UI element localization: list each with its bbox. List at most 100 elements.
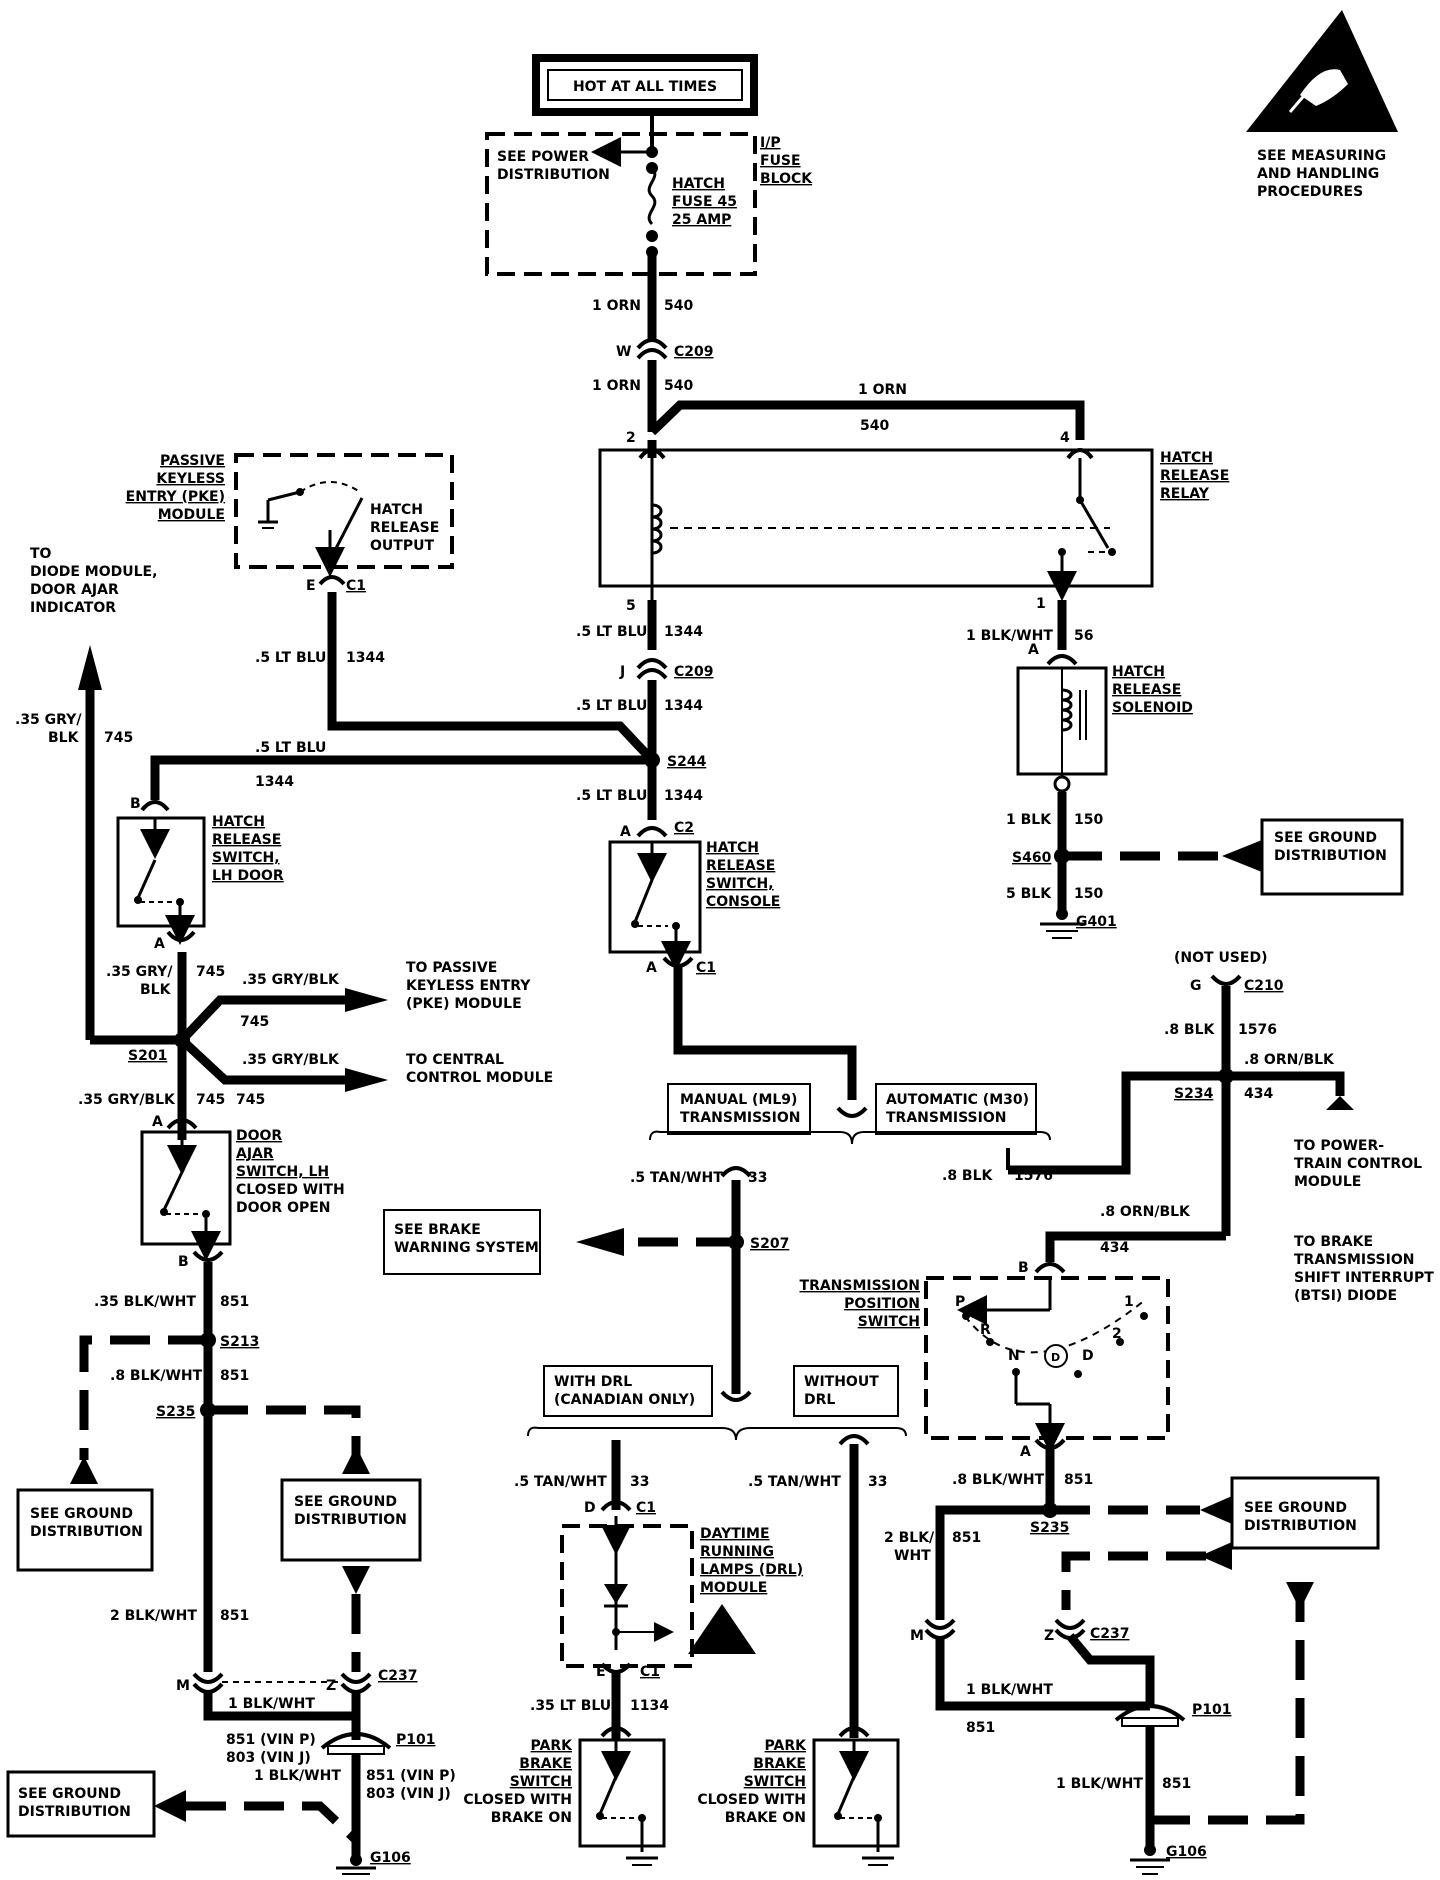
svg-text:SEE BRAKE: SEE BRAKE <box>394 1222 481 1238</box>
svg-text:SWITCH: SWITCH <box>744 1774 806 1790</box>
svg-text:D: D <box>584 1500 596 1516</box>
svg-text:E: E <box>306 578 316 594</box>
svg-text:.8 ORN/BLK: .8 ORN/BLK <box>1100 1204 1191 1220</box>
svg-text:.8 BLK: .8 BLK <box>1164 1022 1216 1038</box>
svg-text:851: 851 <box>952 1530 981 1546</box>
svg-text:.8 BLK/WHT: .8 BLK/WHT <box>952 1472 1045 1488</box>
svg-text:2: 2 <box>1112 1326 1122 1342</box>
svg-text:745: 745 <box>104 730 133 746</box>
svg-text:FUSE: FUSE <box>760 153 801 169</box>
svg-text:540: 540 <box>664 378 693 394</box>
to-ccm-arrow-icon <box>345 1068 388 1092</box>
svg-text:C1: C1 <box>346 578 366 594</box>
svg-text:BRAKE: BRAKE <box>753 1756 806 1772</box>
svg-text:R: R <box>980 1322 991 1338</box>
svg-text:G106: G106 <box>1166 1844 1207 1860</box>
hatch-fuse-label: HATCH <box>672 176 725 192</box>
svg-text:B: B <box>178 1254 189 1270</box>
drl-options: WITH DRL (CANADIAN ONLY) WITHOUT DRL <box>527 1365 907 1441</box>
wire-1344: S244 .5 LT BLU 1344 J C209 .5 LT BLU 134… <box>150 592 714 820</box>
svg-text:S234: S234 <box>1174 1086 1214 1102</box>
svg-text:C209: C209 <box>674 664 714 680</box>
svg-text:SWITCH,: SWITCH, <box>212 850 280 866</box>
svg-text:SEE GROUND: SEE GROUND <box>1244 1500 1347 1516</box>
wire-540: 1 ORN 540 W C209 1 ORN 540 1 ORN 540 <box>592 252 1085 440</box>
svg-text:Z: Z <box>326 1678 336 1694</box>
svg-text:HATCH: HATCH <box>1112 664 1165 680</box>
svg-text:1: 1 <box>1036 596 1046 612</box>
svg-text:851: 851 <box>220 1368 249 1384</box>
svg-text:D: D <box>1082 1348 1094 1364</box>
svg-text:4: 4 <box>1060 430 1070 446</box>
svg-text:745: 745 <box>196 964 225 980</box>
transmission-options: MANUAL (ML9) TRANSMISSION AUTOMATIC (M30… <box>649 1083 1051 1145</box>
svg-text:.5 LT BLU: .5 LT BLU <box>255 650 326 666</box>
svg-text:56: 56 <box>1074 628 1093 644</box>
svg-text:851: 851 <box>220 1294 249 1310</box>
drl-module-branch: .5 TAN/WHT 33 D C1 DAYTIME RUNNING LAMPS… <box>463 1440 803 1866</box>
svg-text:ENTRY (PKE): ENTRY (PKE) <box>126 489 225 505</box>
svg-text:745: 745 <box>196 1092 225 1108</box>
svg-text:.5 LT BLU: .5 LT BLU <box>576 698 647 714</box>
svg-text:851: 851 <box>220 1608 249 1624</box>
svg-text:434: 434 <box>1244 1086 1273 1102</box>
svg-text:851: 851 <box>1162 1776 1191 1792</box>
svg-text:LH DOOR: LH DOOR <box>212 868 284 884</box>
svg-text:S207: S207 <box>750 1236 789 1252</box>
svg-text:Z: Z <box>1044 1628 1054 1644</box>
svg-text:A: A <box>1028 642 1039 658</box>
svg-text:1344: 1344 <box>664 698 703 714</box>
svg-text:.5 TAN/WHT: .5 TAN/WHT <box>514 1474 607 1490</box>
svg-text:MODULE: MODULE <box>700 1580 767 1596</box>
brake-warning-arrow-icon <box>576 1228 624 1256</box>
svg-text:C1: C1 <box>640 1664 660 1680</box>
svg-text:1 ORN: 1 ORN <box>592 378 641 394</box>
svg-text:TRANSMISSION: TRANSMISSION <box>800 1278 920 1294</box>
svg-text:803 (VIN J): 803 (VIN J) <box>366 1786 451 1802</box>
svg-text:A: A <box>152 1114 163 1130</box>
pke-module: PASSIVE KEYLESS ENTRY (PKE) MODULE HATCH… <box>126 453 454 594</box>
svg-text:CONSOLE: CONSOLE <box>706 894 780 910</box>
hatch-release-relay: 2 4 HATCH RELEASE RELAY 5 1 <box>598 430 1229 614</box>
transmission-position-switch: B TRANSMISSION POSITION SWITCH P R N D 2… <box>800 1260 1170 1460</box>
svg-text:B: B <box>1018 1260 1029 1276</box>
svg-text:AUTOMATIC (M30): AUTOMATIC (M30) <box>886 1092 1029 1108</box>
svg-text:BRAKE: BRAKE <box>519 1756 572 1772</box>
svg-text:SEE GROUND: SEE GROUND <box>1274 830 1377 846</box>
svg-text:25 AMP: 25 AMP <box>672 212 731 228</box>
svg-text:(NOT USED): (NOT USED) <box>1174 950 1267 966</box>
svg-text:33: 33 <box>630 1474 649 1490</box>
svg-text:BRAKE ON: BRAKE ON <box>725 1810 806 1826</box>
svg-text:745: 745 <box>236 1092 265 1108</box>
svg-text:J: J <box>619 664 625 680</box>
svg-text:WARNING SYSTEM: WARNING SYSTEM <box>394 1240 539 1256</box>
svg-text:SWITCH: SWITCH <box>858 1314 920 1330</box>
svg-text:PROCEDURES: PROCEDURES <box>1257 184 1363 200</box>
tps-pivot-icon <box>1044 1344 1068 1368</box>
svg-text:TRANSMISSION: TRANSMISSION <box>1294 1252 1414 1268</box>
svg-text:DISTRIBUTION: DISTRIBUTION <box>30 1524 143 1540</box>
svg-text:C2: C2 <box>674 820 694 836</box>
svg-text:BLOCK: BLOCK <box>760 171 813 187</box>
svg-text:.5 LT BLU: .5 LT BLU <box>255 740 326 756</box>
svg-text:1 BLK/WHT: 1 BLK/WHT <box>228 1696 315 1712</box>
svg-text:DISTRIBUTION: DISTRIBUTION <box>18 1804 131 1820</box>
svg-text:.35 GRY/BLK: .35 GRY/BLK <box>242 1052 340 1068</box>
svg-text:KEYLESS: KEYLESS <box>156 471 225 487</box>
svg-text:DRL: DRL <box>804 1392 835 1408</box>
svg-text:.5 TAN/WHT: .5 TAN/WHT <box>748 1474 841 1490</box>
svg-text:C210: C210 <box>1244 978 1284 994</box>
svg-text:CONTROL MODULE: CONTROL MODULE <box>406 1070 553 1086</box>
svg-text:SEE MEASURING: SEE MEASURING <box>1257 148 1386 164</box>
svg-text:2 BLK/: 2 BLK/ <box>884 1530 935 1546</box>
svg-text:5: 5 <box>626 598 636 614</box>
svg-text:RELEASE: RELEASE <box>706 858 775 874</box>
svg-text:MANUAL (ML9): MANUAL (ML9) <box>680 1092 797 1108</box>
drl-esd-icon <box>688 1604 756 1654</box>
svg-text:745: 745 <box>240 1014 269 1030</box>
svg-text:2: 2 <box>626 430 636 446</box>
svg-text:A: A <box>154 936 165 952</box>
svg-text:I/P: I/P <box>760 135 781 151</box>
svg-text:A: A <box>620 824 631 840</box>
